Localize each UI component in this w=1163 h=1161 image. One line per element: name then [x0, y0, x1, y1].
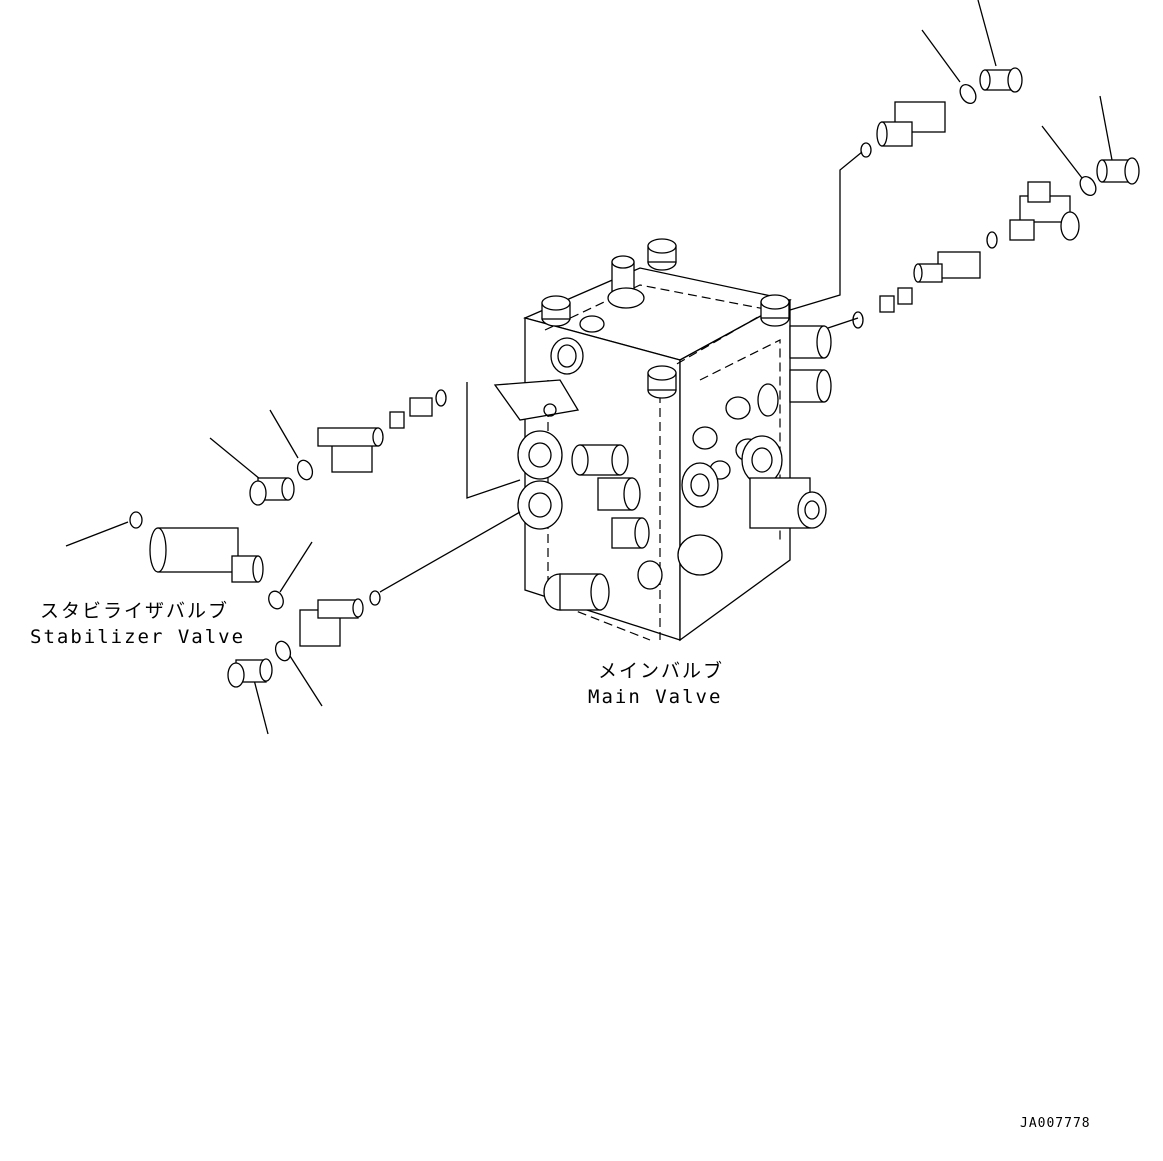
top-bolt	[647, 365, 677, 399]
elbow-fitting	[317, 427, 384, 473]
o-ring	[296, 459, 314, 481]
o-ring	[1079, 176, 1097, 196]
o-ring	[986, 231, 998, 249]
stabilizer-valve-cartridge	[149, 527, 264, 583]
top-fitting	[579, 255, 645, 333]
top-bolt	[541, 295, 571, 327]
right-face-ports	[681, 383, 827, 529]
o-ring	[268, 590, 284, 610]
tee-fitting	[1009, 181, 1080, 241]
main-valve-body	[493, 238, 832, 642]
plug-fitting	[227, 658, 273, 688]
plug-fitting	[249, 477, 295, 506]
o-ring	[369, 590, 381, 606]
o-ring	[852, 311, 864, 329]
main-valve-label-jp: メインバルブ	[598, 660, 725, 682]
reference-code: JA007778	[1020, 1116, 1091, 1131]
plug-fitting	[979, 67, 1023, 93]
stabilizer-valve-label-en: Stabilizer Valve	[30, 626, 246, 648]
top-bolt	[647, 238, 677, 271]
o-ring	[129, 511, 143, 529]
right-spool	[789, 325, 832, 403]
plug-fitting	[1096, 157, 1140, 185]
o-ring	[274, 640, 292, 662]
hex-adapter	[913, 251, 981, 283]
stabilizer-valve-label-jp: スタビライザバルブ	[40, 600, 230, 622]
top-bolt	[760, 294, 790, 327]
o-ring	[860, 142, 872, 158]
small-nipple	[879, 287, 913, 313]
elbow-fitting	[299, 598, 364, 647]
spool-cap	[543, 444, 723, 611]
main-valve-label-en: Main Valve	[588, 686, 723, 708]
leader-lines	[65, 0, 1113, 735]
left-port-boss	[517, 430, 563, 530]
o-ring	[435, 389, 447, 407]
o-ring	[959, 84, 977, 104]
small-nipple	[389, 397, 433, 429]
elbow-fitting	[876, 101, 946, 147]
